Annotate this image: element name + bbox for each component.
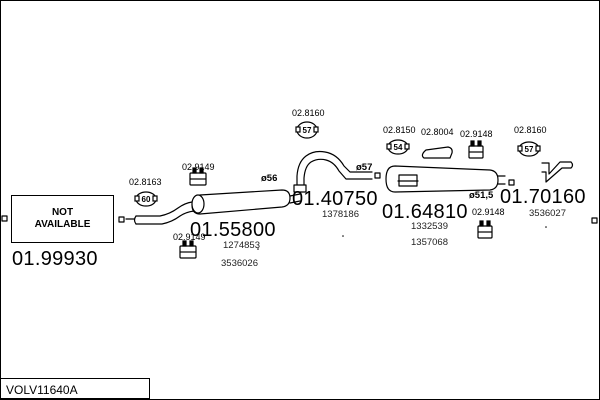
middle-muffler-inlet [191,194,205,214]
fitting-code-hanger-top-left[interactable]: 02.9149 [182,162,215,172]
connector-marker-pipe [374,172,381,179]
connector-marker-front [118,216,125,223]
tail-pipe-end [570,161,574,169]
fitting-code-hanger-bottom-right[interactable]: 02.9148 [472,207,505,217]
part-code-front[interactable]: 01.99930 [12,248,98,270]
right-edge-marker [591,217,598,224]
front-pipe-upper [135,201,201,217]
clamp-54-icon: 54 [386,139,410,155]
diameter-56: ø56 [261,173,278,184]
middle-muffler-outlet [289,193,301,204]
clamp-left-num: 60 [142,195,151,204]
clamp-57-tail-icon: 57 [517,141,541,157]
part-code-pipe[interactable]: 01.40750 [292,188,378,210]
s-pipe-inner [303,158,373,187]
clamp-57-mid-icon: 57 [295,121,319,139]
gasket-icon [421,146,453,159]
clamp-tail-num: 57 [525,145,534,154]
part-code-tail[interactable]: 01.70160 [500,186,586,208]
clamp-mid-num: 57 [303,126,312,135]
fitting-code-hanger-bottom-left[interactable]: 02.9149 [173,232,206,242]
not-available-line1: NOT [51,206,74,218]
hanger-bottom-left-icon [179,240,197,259]
fitting-code-clamp-tail[interactable]: 02.8160 [514,125,547,135]
s-pipe-outer [296,150,373,187]
fitting-code-clamp-left[interactable]: 02.8163 [129,177,162,187]
diameter-57: ø57 [356,162,373,173]
fitting-code-gasket[interactable]: 02.8004 [421,127,454,137]
connector-marker-tail [508,179,515,186]
part-code-middle[interactable]: 01.55800 [190,219,276,241]
hanger-bottom-right-icon [477,220,493,239]
oe-number-pipe: 1378186 [322,209,359,220]
fitting-code-hanger-top-right[interactable]: 02.9148 [460,129,493,139]
clamp-60-icon: 60 [134,191,158,207]
diameter-51-5: ø51,5 [469,190,494,201]
oe-number-middle-2: 3536026 [221,258,258,269]
tail-pipe-lower [541,167,572,183]
s-pipe-joint [293,184,307,193]
tail-pipe-upper [541,161,572,175]
part-code-rear-muffler[interactable]: 01.64810 [382,201,468,223]
front-pipe-end [133,215,137,225]
fitting-code-clamp-rear[interactable]: 02.8150 [383,125,416,135]
dot-marker [342,235,344,237]
oe-number-tail: 3536027 [529,208,566,219]
fitting-code-clamp-mid[interactable]: 02.8160 [292,108,325,118]
not-available-line2: AVAILABLE [34,219,91,230]
clamp-rear-num: 54 [394,143,403,152]
diagram-title-box: VOLV11640A [0,378,150,399]
left-edge-marker [1,215,8,222]
oe-number-rear-2: 1357068 [411,237,448,248]
middle-muffler [191,189,291,215]
hanger-top-left-icon [189,167,207,186]
diagram-title: VOLV11640A [6,383,78,397]
front-pipe-lower [135,210,201,225]
rear-muffler-outlet [497,175,506,185]
dot-marker [545,226,547,228]
oe-number-middle-1: 1274853 [223,240,260,251]
oe-number-rear-1: 1332539 [411,221,448,232]
dot-marker [257,248,259,250]
not-available-box: NOT AVAILABLE [11,195,114,243]
hanger-top-right-icon [468,140,484,159]
